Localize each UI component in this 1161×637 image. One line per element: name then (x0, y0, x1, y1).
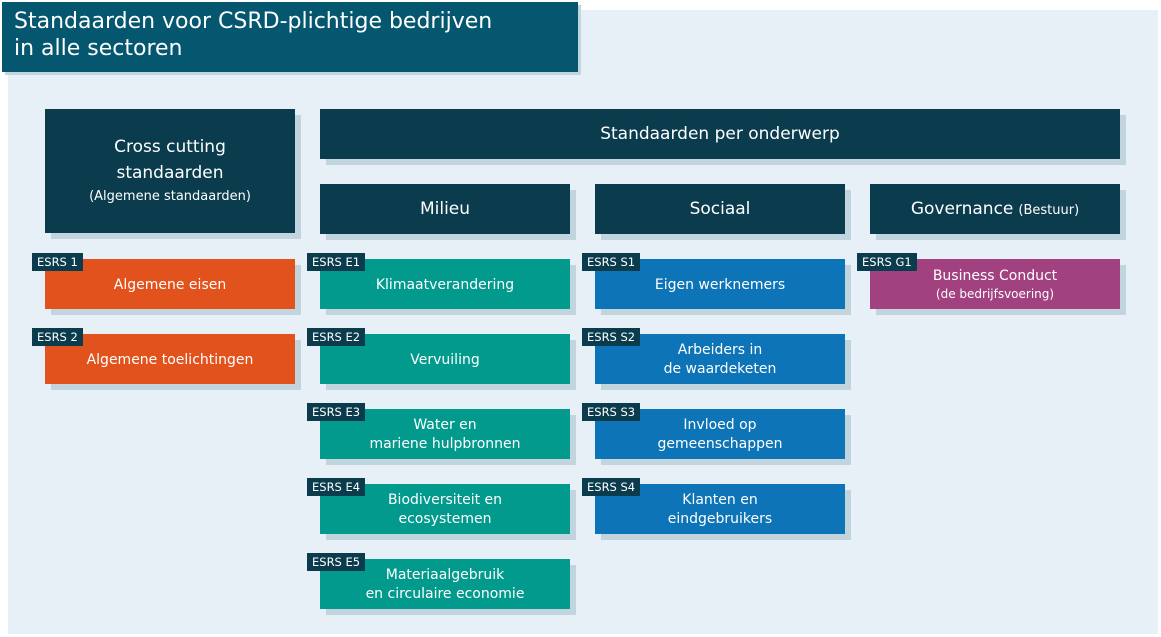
standard-title-line: Klimaatverandering (375, 276, 515, 293)
standard-code-badge: ESRS S4 (582, 478, 641, 496)
standard-card: ESRS S1 Eigen werknemers (582, 253, 845, 309)
standard-code-badge: ESRS E5 (307, 553, 366, 571)
standard-title-line: Arbeiders in (677, 342, 763, 358)
standard-title-line: Water en (413, 417, 477, 433)
standard-card: ESRS S2 Arbeiders in de waardeketen (582, 328, 845, 384)
cross-cutting-subtitle: (Algemene standaarden) (89, 189, 251, 204)
diagram-title: Standaarden voor CSRD-plichtige bedrijve… (2, 2, 578, 72)
standard-card: ESRS E5 Materiaalgebruik en circulaire eco… (307, 553, 570, 609)
standard-code-badge: ESRS S2 (582, 328, 641, 346)
standard-title-line: Invloed op (683, 417, 757, 433)
standard-title-line: Algemene toelichtingen (86, 351, 254, 368)
standard-title-line: eindgebruikers (667, 511, 773, 527)
standard-title-line: mariene hulpbronnen (369, 436, 521, 452)
standard-title-line: Vervuiling (410, 351, 480, 368)
title-line-1: Standaarden voor CSRD-plichtige bedrijve… (14, 9, 493, 34)
standard-title-line: en circulaire economie (365, 586, 525, 602)
standard-code-badge: ESRS E2 (307, 328, 366, 346)
cross-cutting-line-1: Cross cutting (114, 137, 226, 157)
standard-card: ESRS E1 Klimaatverandering (307, 253, 570, 309)
standard-code-badge: ESRS E1 (307, 253, 366, 271)
standard-code-badge: ESRS E4 (307, 478, 366, 496)
standard-subtitle: (de bedrijfsvoering) (935, 287, 1055, 301)
standard-code-badge: ESRS S3 (582, 403, 641, 421)
standard-card: ESRS G1 Business Conduct (de bedrijfsvoeri… (857, 253, 1120, 309)
governance-header: Governance (Bestuur) (870, 184, 1120, 234)
standard-code-badge: ESRS E3 (307, 403, 366, 421)
sociaal-header: Sociaal (595, 184, 845, 234)
standard-card: ESRS S4 Klanten en eindgebruikers (582, 478, 845, 534)
governance-label: Governance (910, 199, 1014, 219)
standard-code-badge: ESRS G1 (857, 253, 917, 271)
title-line-2: in alle sectoren (14, 36, 183, 61)
standard-card: ESRS E3 Water en mariene hulpbronnen (307, 403, 570, 459)
standard-title-line: Eigen werknemers (654, 276, 786, 293)
standard-title-line: Materiaalgebruik (385, 567, 505, 583)
standard-title-line: de waardeketen (663, 361, 777, 377)
standard-title-line: Business Conduct (932, 268, 1058, 284)
standard-code-badge: ESRS S1 (582, 253, 641, 271)
standard-title-line: ecosystemen (398, 511, 492, 527)
standard-card: ESRS S3 Invloed op gemeenschappen (582, 403, 845, 459)
standard-card: ESRS E4 Biodiversiteit en ecosystemen (307, 478, 570, 534)
standard-card: ESRS E2 Vervuiling (307, 328, 570, 384)
cross-cutting-line-2: standaarden (116, 163, 224, 183)
standard-title-line: Biodiversiteit en (387, 492, 503, 508)
standard-title-line: gemeenschappen (657, 436, 783, 452)
per-topic-label: Standaarden per onderwerp (600, 124, 840, 144)
cross-cutting-header: Cross cutting standaarden (Algemene stan… (45, 109, 295, 233)
milieu-header: Milieu (320, 184, 570, 234)
standard-card: ESRS 1 Algemene eisen (32, 253, 295, 309)
diagram-panel (8, 10, 1158, 634)
governance-sublabel: (Bestuur) (1018, 203, 1080, 218)
standard-title-line: Klanten en (682, 492, 758, 508)
standard-title-line: Algemene eisen (113, 276, 227, 293)
per-topic-header: Standaarden per onderwerp (320, 109, 1120, 159)
standard-code-badge: ESRS 1 (32, 253, 83, 271)
sociaal-label: Sociaal (689, 199, 751, 219)
milieu-label: Milieu (419, 199, 471, 219)
standard-code-badge: ESRS 2 (32, 328, 83, 346)
